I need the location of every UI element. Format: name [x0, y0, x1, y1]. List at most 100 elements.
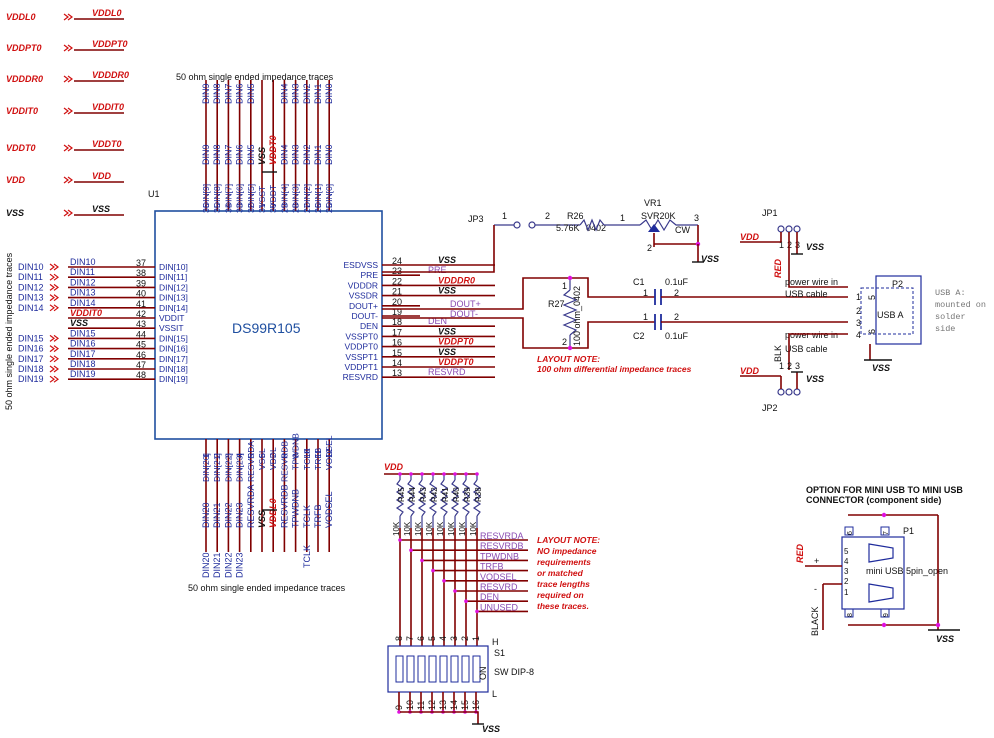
- u1-left-port: DIN16: [18, 344, 44, 354]
- u1-right-net: VSS: [438, 286, 456, 296]
- r27-junction-top: [567, 275, 573, 281]
- u1-left-net: DIN17: [70, 349, 96, 359]
- u1-bottom-pin-name: DIN[21]: [212, 453, 222, 482]
- u1-left-port-arrow-b: [53, 273, 59, 281]
- c1-value: 0.1uF: [665, 277, 689, 287]
- p1-shape-top: [868, 543, 894, 563]
- p1-plus: +: [814, 556, 819, 566]
- bank-resistor-value: 10K: [469, 521, 478, 536]
- u1-right-pin-name: DOUT+: [349, 301, 378, 311]
- p2-pin3: 3: [856, 318, 861, 328]
- dip-note-line: NO impedance: [537, 546, 597, 556]
- power-port-net: VDDDR0: [92, 70, 129, 80]
- jp3-pin1: 1: [502, 211, 507, 221]
- u1-right-pin-name: DEN: [360, 321, 378, 331]
- vr1-ref: VR1: [644, 198, 662, 208]
- u1-left-port: DIN19: [18, 374, 44, 384]
- bank-resistor-body: [417, 479, 427, 517]
- u1-bottom-pin-name: VDDL: [268, 447, 278, 470]
- s1-actuator: [395, 655, 404, 683]
- p1-pin: 1: [844, 588, 849, 597]
- bank-resistor-body: [461, 479, 471, 517]
- u1-bottom-pin-number: 2: [212, 453, 222, 458]
- dip-net-label: RESVRD: [480, 582, 518, 592]
- u1-top-net-below: VDDT0: [268, 135, 278, 165]
- power-port-net: VDDT0: [92, 139, 122, 149]
- u1-left-port: DIN17: [18, 354, 44, 364]
- u1-right-pin-number: 16: [392, 338, 402, 348]
- u1-bottom-pin-name: TCLK: [302, 448, 312, 470]
- u1-right-pin-number: 13: [392, 368, 402, 378]
- u1-left-port-arrow-b: [53, 365, 59, 373]
- u1-left-net: DIN10: [70, 257, 96, 267]
- u1-right-pin-number: 15: [392, 348, 402, 358]
- p1-shield-num: 7: [883, 531, 890, 535]
- r27-pin1: 1: [562, 281, 567, 291]
- dip-net-junction: [475, 609, 479, 614]
- u1-right-pin-number: 18: [392, 317, 402, 327]
- u1-bottom-pin-number: 6: [257, 453, 267, 458]
- u1-top-net-below: DIN4: [279, 144, 289, 165]
- u1-left-port-arrow-b: [53, 283, 59, 291]
- p2-shell: [860, 287, 914, 335]
- vr1-body: [639, 218, 698, 232]
- vr1-wiper: [648, 224, 660, 232]
- r26-value: 5.76K: [556, 223, 580, 233]
- mini-note-1: OPTION FOR MINI USB TO MINI USB: [806, 485, 963, 495]
- u1-top-net-below: DIN0: [324, 144, 334, 165]
- usb-a-section: JP1 1 2 3 VDD VSS RED power wire in USB …: [740, 208, 986, 413]
- bank-resistor-body: [395, 479, 405, 517]
- u1-left-port-arrow-b: [53, 375, 59, 383]
- bank-vdd: VDD: [384, 462, 404, 472]
- s1-bottom-junction: [397, 710, 401, 714]
- s1-body: [387, 645, 489, 693]
- u1-top-net-above: DIN0: [324, 83, 334, 104]
- dout-plus-label: DOUT+: [450, 299, 481, 309]
- s1-actuator: [472, 655, 481, 683]
- u1-bottom-net: VDDL0: [268, 498, 278, 528]
- dip-net-label: VODSEL: [480, 572, 517, 582]
- u1-left-pin-name: DIN[14]: [159, 303, 188, 313]
- u1-top-pin-name: DIN[0]: [324, 184, 334, 208]
- u1-left-port: DIN15: [18, 333, 44, 343]
- u1-top-net-below: DIN5: [246, 144, 256, 165]
- u1-left-net: DIN15: [70, 328, 96, 338]
- jp1-vdd: VDD: [740, 232, 760, 242]
- u1-left-pin-name: VDDIT: [159, 313, 185, 323]
- r26-ref: R26: [567, 211, 584, 221]
- u1-left-pin-name: DIN[13]: [159, 293, 188, 303]
- p2-pin4: 4: [856, 330, 861, 340]
- u1-right-pin-name: PRE: [361, 270, 379, 280]
- u1-right-pin-number: 21: [392, 287, 402, 297]
- u1-top-pin-number: 35: [212, 203, 222, 213]
- bank-resistor-ref: R42: [430, 487, 439, 502]
- bank-junction: [431, 472, 435, 476]
- p1-ref: P1: [903, 526, 914, 536]
- u1-left-port-arrow-a: [49, 355, 55, 363]
- diff-note-title: LAYOUT NOTE:: [537, 354, 600, 364]
- bank-resistor-body: [439, 479, 449, 517]
- diff-note-body: 100 ohm differential impedance traces: [537, 364, 692, 374]
- u1-left-net: VDDIT0: [70, 308, 102, 318]
- power-port-arrow-a: [63, 13, 69, 21]
- u1-top-pin-number: 33: [235, 203, 245, 213]
- r26-body: [579, 218, 605, 232]
- u1-left-port-arrow-a: [49, 334, 55, 342]
- dip-net-junction: [409, 548, 413, 552]
- u1-top-pin-number: 27: [302, 203, 312, 213]
- u1-left-pin-name: DIN[16]: [159, 344, 188, 354]
- u1-left-pin-number: 44: [136, 329, 146, 339]
- u1-ref: U1: [148, 189, 160, 199]
- diff-pair: DOUT+ DOUT- R27 1 2 100 ohm_0402 C1 0.1u…: [382, 275, 848, 374]
- u1-top-net-below: DIN9: [201, 144, 211, 165]
- dip-net-label: RESVRDA: [480, 531, 524, 541]
- jp2-pin2: 2: [787, 361, 792, 371]
- jp1-pin1: 1: [779, 240, 784, 250]
- u1-top-pin-number: 31: [257, 203, 267, 213]
- u1-bottom-net: DIN21: [212, 502, 222, 528]
- p1-shield-pad: [844, 526, 854, 536]
- bank-resistor-value: 10K: [392, 521, 401, 536]
